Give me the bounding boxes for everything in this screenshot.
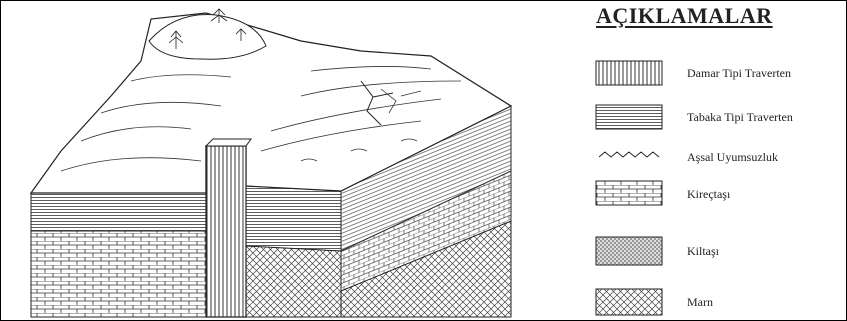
legend-symbol-brick-pattern <box>596 181 662 205</box>
legend-label-kirectasi: Kireçtaşı <box>687 187 730 202</box>
vein-top <box>206 139 251 146</box>
legend-symbol-crosshatch <box>596 289 662 315</box>
legend-title: AÇIKLAMALAR <box>596 3 773 29</box>
legend-symbol-vertical-hatch <box>596 61 662 85</box>
legend-symbol-dense-crosshatch <box>596 237 662 265</box>
legend-label-damar-tipi-traverten: Damar Tipi Traverten <box>687 66 791 81</box>
legend-label-marn: Marn <box>687 295 713 310</box>
front-face-right-lower <box>246 246 341 317</box>
legend-label-kiltasi: Kiltaşı <box>687 244 719 259</box>
legend-label-tabaka-tipi-traverten: Tabaka Tipi Traverten <box>687 110 793 125</box>
legend-symbol-horizontal-lines <box>596 105 662 129</box>
vein-travertine <box>206 146 246 317</box>
legend-symbol-wavy-line <box>599 152 659 157</box>
front-face-limestone <box>31 231 206 317</box>
legend-label-acisal-uyumsuzluk: Aşsal Uyumsuzluk <box>687 150 778 165</box>
